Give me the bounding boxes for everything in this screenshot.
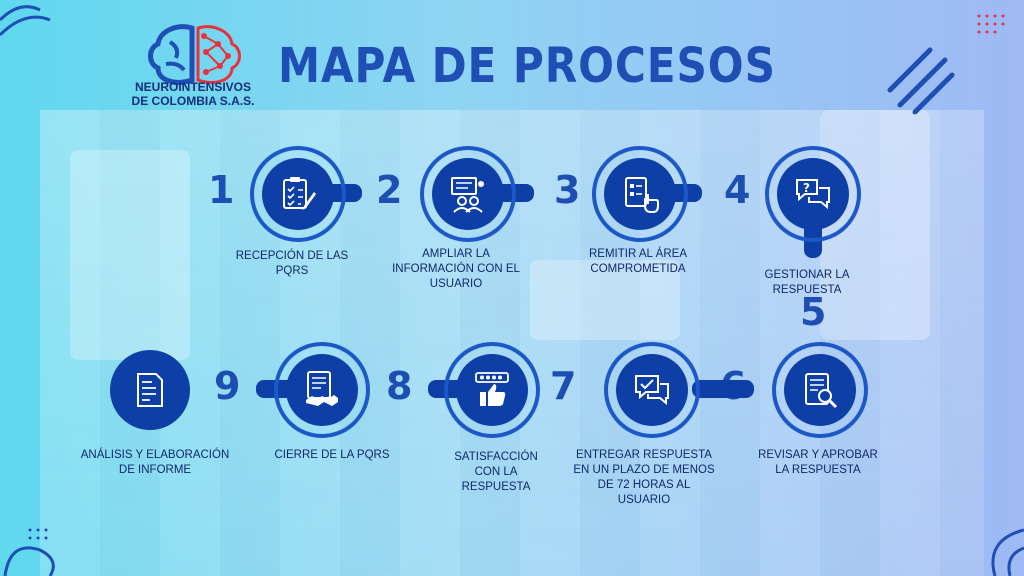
step-label-2: AMPLIAR LA INFORMACIÓN CON EL USUARIO (392, 248, 520, 290)
step-ring-1 (250, 146, 346, 242)
step-ring-8 (444, 342, 540, 438)
page-title: MAPA DE PROCESOS (278, 38, 776, 94)
step-node-6 (784, 354, 856, 426)
step-number-9: 9 (214, 364, 241, 408)
step-node-1 (262, 158, 334, 230)
step-node-10 (110, 350, 190, 430)
step-ring-2 (420, 146, 516, 242)
step-node-7 (616, 354, 688, 426)
step-label-10: ANÁLISIS Y ELABORACIÓN DE INFORME (80, 449, 230, 476)
corner-dots-icon (977, 14, 1005, 34)
brand-line-1: NEUROINTENSIVOS (134, 80, 251, 94)
brand-name: NEUROINTENSIVOS DE COLOMBIA S.A.S. (118, 80, 268, 108)
step-number-8: 8 (386, 364, 413, 408)
corner-swirl-icon (3, 528, 55, 576)
step-label-3: REMITIR AL ÁREA COMPROMETIDA (589, 248, 687, 275)
step-label-7: ENTREGAR RESPUESTA EN UN PLAZO DE MENOS … (573, 449, 715, 506)
report-icon (137, 373, 163, 407)
step-number-1: 1 (208, 168, 235, 212)
step-ring-3 (592, 146, 688, 242)
corner-scribble-icon (0, 5, 51, 37)
document-hand-icon (625, 177, 659, 213)
step-number-4: 4 (724, 168, 751, 212)
step-number-2: 2 (376, 168, 403, 212)
background-shape (530, 260, 680, 340)
svg-text:?: ? (803, 181, 810, 195)
check-chat-icon (635, 375, 669, 406)
step-connector-7 (692, 380, 754, 398)
step-label-9: CIERRE DE LA PQRS (274, 449, 390, 461)
step-ring-4 (765, 146, 861, 242)
step-label-6: REVISAR Y APROBAR LA RESPUESTA (758, 449, 878, 476)
step-label-8: SATISFACCIÓN CON LA RESPUESTA (454, 451, 538, 493)
rating-thumbs-up-icon (475, 372, 509, 406)
step-ring-6 (772, 342, 868, 438)
step-ring-7 (604, 342, 700, 438)
step-node-9 (286, 354, 358, 426)
presentation-people-icon (451, 177, 484, 213)
step-number-3: 3 (554, 168, 581, 212)
checklist-pen-icon (283, 177, 316, 210)
step-number-5: 5 (800, 290, 827, 334)
document-search-icon (805, 373, 838, 409)
brand-line-2: DE COLOMBIA S.A.S. (131, 94, 255, 108)
corner-strokes-icon (887, 47, 955, 115)
question-chat-icon: ? (796, 179, 830, 210)
step-ring-9 (274, 342, 370, 438)
step-label-1: RECEPCIÓN DE LAS PQRS (235, 250, 349, 277)
corner-swirl-icon (991, 528, 1024, 576)
step-label-4: GESTIONAR LA RESPUESTA (764, 269, 850, 296)
brain-logo-icon (148, 24, 241, 85)
background-shape (70, 150, 190, 360)
step-number-7: 7 (550, 364, 577, 408)
document-handshake-icon (306, 371, 338, 406)
